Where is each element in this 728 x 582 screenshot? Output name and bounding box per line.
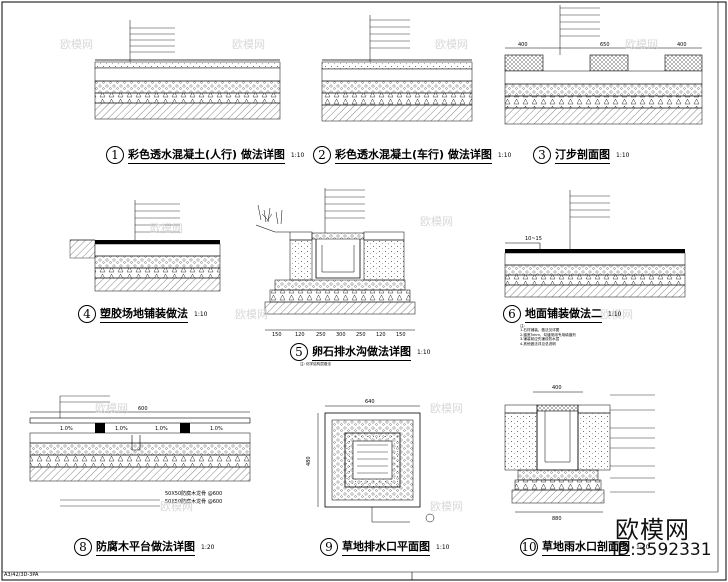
caption-detail-2: 2 彩色透水混凝土(车行) 做法详图 1:10 [313,146,511,164]
dim-10-top: 400 [552,385,562,391]
dim-8-d: 1.0% [155,426,168,432]
watermark: 欧模网 [95,402,128,415]
watermark: 欧模网 [625,38,658,51]
dim-5-g: 150 [396,332,406,338]
detail-9-section [317,405,435,523]
caption-detail-8: 8 防腐木平台做法详图 1:20 [74,538,214,556]
watermark: 欧模网 [435,38,468,51]
caption-number: 5 [290,343,308,361]
detail-3-section [504,5,703,125]
watermark: 欧模网 [232,38,265,51]
caption-scale: 1:10 [436,543,450,551]
caption-title: 草地雨水口剖面图 [542,538,630,556]
dim-6: 10~15 [525,236,542,242]
caption-number: 1 [106,146,124,164]
caption-detail-4: 4 塑胶场地铺装做法 1:10 [78,305,207,323]
watermark: 欧模网 [60,38,93,51]
caption-number: 2 [313,146,331,164]
detail-6-section [504,190,686,298]
dim-5-f: 120 [376,332,386,338]
dim-8-label-a: 50X50防腐木龙骨 @600 [165,490,222,497]
detail-10-section [504,391,655,513]
dim-3-b: 650 [600,42,610,48]
caption-scale: 1:10 [636,543,650,551]
caption-detail-10: 10 草地雨水口剖面图 1:10 [520,538,649,556]
dim-5-d: 300 [336,332,346,338]
caption-title: 彩色透水混凝土(人行) 做法详图 [128,146,285,164]
detail-1-section [94,20,281,120]
caption-title: 彩色透水混凝土(车行) 做法详图 [335,146,492,164]
dim-5-b: 120 [295,332,305,338]
caption-title: 卵石排水沟做法详图 [312,343,411,361]
brand-id: ID:3592331 [612,540,712,560]
caption-scale: 1:10 [194,310,208,318]
watermark: 欧模网 [420,215,453,228]
watermark: 欧模网 [160,500,193,513]
dim-5-a: 150 [272,332,282,338]
watermark: 欧模网 [235,308,268,321]
caption-scale: 1:10 [616,151,630,159]
dim-9-height: 480 [306,456,312,466]
caption-detail-9: 9 草地排水口平面图 1:10 [320,538,449,556]
caption-number: 10 [520,538,538,556]
caption-scale: 1:10 [608,310,622,318]
caption-detail-5: 5 卵石排水沟做法详图 1:10 [290,343,430,361]
caption-title: 塑胶场地铺装做法 [100,305,188,323]
dim-5-e: 250 [356,332,366,338]
dim-8-e: 1.0% [210,426,223,432]
dim-5-c: 250 [316,332,326,338]
caption-detail-6: 6 地面铺装做法二 1:10 [503,305,621,323]
watermark: 欧模网 [430,402,463,415]
brand-logo-text: 欧模网 [615,516,690,544]
dim-8-b: 1.0% [60,426,73,432]
caption-title: 地面铺装做法二 [525,305,602,323]
caption-number: 4 [78,305,96,323]
caption-scale: 1:20 [201,543,215,551]
dim-8-c: 1.0% [115,426,128,432]
note-detail-5: 注: 化学结构层做法 [300,362,332,366]
watermark: 欧模网 [600,308,633,321]
caption-scale: 1:10 [417,348,431,356]
watermark: 欧模网 [150,222,183,235]
dim-10-bottom: 880 [552,516,562,522]
note-detail-6: 注： 1.石材铺装，做法见详图 2.缝宽5mm，勾缝采用专用填缝剂 3.铺装前应… [520,324,576,346]
caption-number: 3 [533,146,551,164]
caption-title: 汀步剖面图 [555,146,610,164]
footer-code: A3/42/3D-3PA [4,572,39,578]
caption-detail-1: 1 彩色透水混凝土(人行) 做法详图 1:10 [106,146,304,164]
watermark: 欧模网 [430,500,463,513]
caption-number: 6 [503,305,521,323]
dim-8-label-b: 50X50防腐木龙骨 @600 [165,498,222,505]
caption-number: 9 [320,538,338,556]
caption-detail-3: 3 汀步剖面图 1:10 [533,146,629,164]
caption-number: 8 [74,538,92,556]
caption-scale: 1:10 [497,151,512,159]
dim-3-c: 400 [677,42,687,48]
detail-5-section [255,188,416,331]
detail-8-section [29,395,251,507]
dim-3-a: 400 [518,42,528,48]
caption-title: 草地排水口平面图 [342,538,430,556]
detail-4-section [69,200,221,292]
caption-scale: 1:10 [290,151,305,159]
detail-2-section [321,15,473,122]
dim-8-a: 600 [138,406,148,412]
caption-title: 防腐木平台做法详图 [96,538,195,556]
dim-9-width: 640 [365,399,375,405]
